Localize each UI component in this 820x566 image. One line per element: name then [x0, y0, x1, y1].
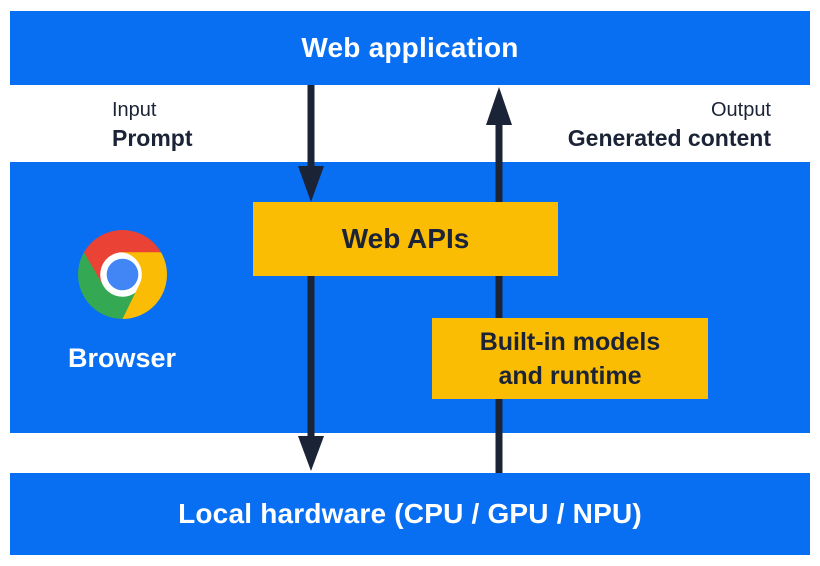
output-caption: Output [710, 99, 771, 121]
web-application-bar: Web application [10, 11, 810, 85]
output-value: Generated content [567, 125, 771, 151]
local-hardware-label: Local hardware (CPU / GPU / NPU) [178, 498, 642, 529]
web-apis-box: Web APIs [253, 202, 558, 276]
builtin-models-label-line2: and runtime [498, 361, 642, 390]
input-label-group: Input Prompt [112, 97, 193, 153]
web-apis-label: Web APIs [341, 223, 470, 254]
output-label-group: Output Generated content [568, 97, 771, 153]
browser-label: Browser [67, 343, 177, 373]
builtin-models-box: Built-in models and runtime [432, 318, 708, 399]
local-hardware-bar: Local hardware (CPU / GPU / NPU) [10, 473, 810, 555]
chrome-icon [77, 230, 167, 319]
input-value: Prompt [112, 125, 193, 151]
input-caption: Input [112, 99, 157, 121]
web-application-label: Web application [301, 32, 519, 63]
builtin-models-label-line1: Built-in models [479, 327, 661, 356]
browser-group: Browser [52, 230, 192, 374]
